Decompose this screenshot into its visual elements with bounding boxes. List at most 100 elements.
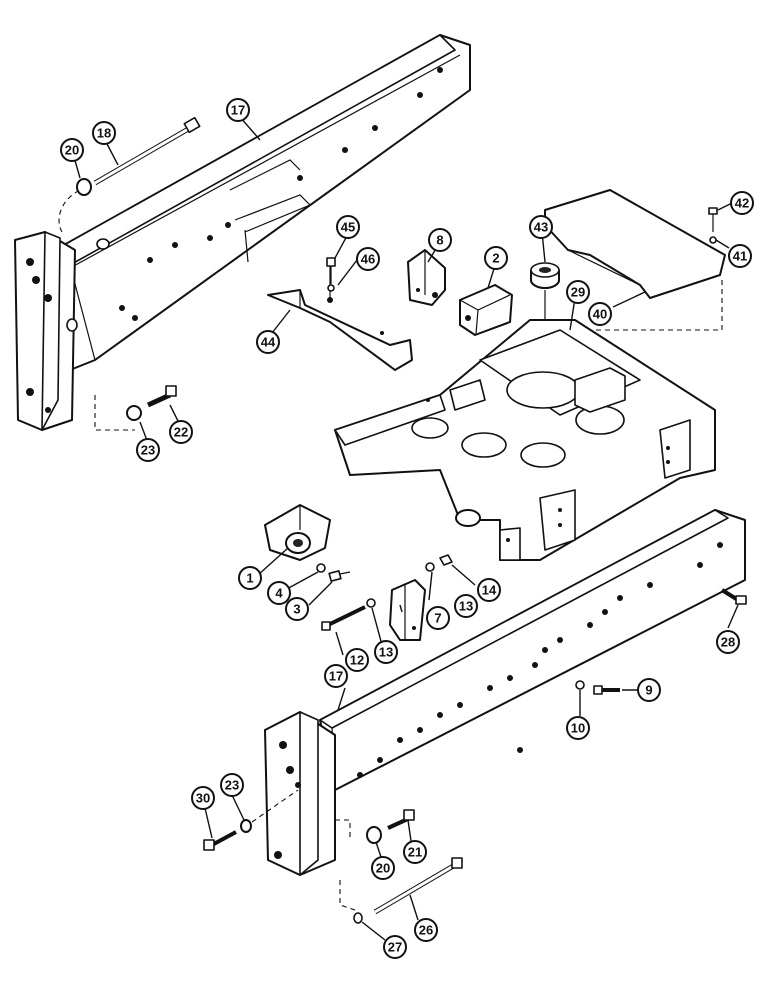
part-20-washer xyxy=(76,178,92,196)
svg-text:17: 17 xyxy=(231,103,245,118)
svg-text:29: 29 xyxy=(571,285,585,300)
callout-27: 27 xyxy=(383,935,407,959)
svg-text:2: 2 xyxy=(492,251,499,266)
part-9-bolt xyxy=(593,685,620,695)
svg-text:22: 22 xyxy=(174,425,188,440)
callout-30: 30 xyxy=(191,786,215,810)
callout-8: 8 xyxy=(428,228,452,252)
callout-23: 23 xyxy=(136,438,160,462)
part-27-washer xyxy=(353,912,363,924)
callout-41: 41 xyxy=(728,244,752,268)
part-28-bolt xyxy=(720,588,747,605)
part-45-bolt xyxy=(326,257,336,284)
callout-22: 22 xyxy=(169,420,193,444)
svg-text:45: 45 xyxy=(341,220,355,235)
svg-text:44: 44 xyxy=(261,335,276,350)
part-18-front-bracket xyxy=(14,231,78,431)
callout-23-lower: 23 xyxy=(220,773,244,797)
callout-7: 7 xyxy=(426,606,450,630)
callout-1: 1 xyxy=(238,566,262,590)
part-14-nut xyxy=(439,554,453,566)
part-46-washer xyxy=(327,284,335,292)
part-19-bolt xyxy=(93,116,201,186)
callout-18: 17 xyxy=(226,98,250,122)
svg-text:46: 46 xyxy=(361,252,375,267)
callout-28: 28 xyxy=(716,630,740,654)
callout-44: 44 xyxy=(256,330,280,354)
part-12-bolt xyxy=(321,605,366,631)
svg-text:17: 17 xyxy=(329,669,343,684)
callout-2: 2 xyxy=(484,246,508,270)
callout-40: 40 xyxy=(588,302,612,326)
svg-text:12: 12 xyxy=(350,653,364,668)
svg-text:20: 20 xyxy=(376,861,390,876)
svg-text:8: 8 xyxy=(436,233,443,248)
callout-46: 46 xyxy=(356,247,380,271)
part-44-plate xyxy=(267,262,413,371)
svg-text:41: 41 xyxy=(733,249,747,264)
part-8-bracket xyxy=(407,249,446,306)
part-30-bolt xyxy=(203,830,237,851)
part-2-block xyxy=(459,284,513,336)
part-41-washer xyxy=(709,236,717,244)
svg-text:42: 42 xyxy=(735,196,749,211)
svg-text:23: 23 xyxy=(225,778,239,793)
callout-26: 26 xyxy=(414,918,438,942)
part-21-bolt xyxy=(387,809,415,830)
callout-17: 17 xyxy=(324,664,348,688)
svg-text:9: 9 xyxy=(645,683,652,698)
svg-text:13: 13 xyxy=(459,599,473,614)
callout-20: 20 xyxy=(60,138,84,162)
part-23-washer-lower xyxy=(240,819,252,833)
callout-42: 42 xyxy=(730,191,754,215)
part-3-bolt xyxy=(328,570,351,582)
part-17-front-bracket xyxy=(264,711,336,876)
svg-text:27: 27 xyxy=(388,940,402,955)
part-20-washer-lower xyxy=(366,826,382,844)
callout-19: 18 xyxy=(92,121,116,145)
callout-20-lower: 20 xyxy=(371,856,395,880)
svg-text:10: 10 xyxy=(571,721,585,736)
callout-29: 29 xyxy=(566,280,590,304)
svg-text:14: 14 xyxy=(482,583,497,598)
svg-text:43: 43 xyxy=(534,220,548,235)
part-22-bolt xyxy=(146,385,177,408)
part-23-washer-upper xyxy=(126,405,142,421)
callout-21: 21 xyxy=(403,840,427,864)
part-43-plug xyxy=(530,262,560,289)
svg-text:21: 21 xyxy=(408,845,422,860)
part-18-side-rail xyxy=(54,34,471,371)
part-42-bolt xyxy=(708,207,718,232)
svg-text:3: 3 xyxy=(293,602,300,617)
svg-text:28: 28 xyxy=(721,635,735,650)
svg-text:7: 7 xyxy=(434,611,441,626)
part-7-bracket xyxy=(389,579,426,641)
svg-text:13: 13 xyxy=(379,645,393,660)
part-4-washer xyxy=(316,563,326,573)
svg-text:23: 23 xyxy=(141,443,155,458)
part-40-cover-plate xyxy=(544,189,726,299)
callout-4: 4 xyxy=(267,581,291,605)
callout-balloons: 17 18 20 23 22 45 46 44 8 2 43 29 40 42 … xyxy=(60,98,754,959)
callout-45: 45 xyxy=(336,215,360,239)
svg-text:20: 20 xyxy=(65,143,79,158)
svg-text:18: 18 xyxy=(97,126,111,141)
callout-12: 12 xyxy=(345,648,369,672)
callout-43: 43 xyxy=(529,215,553,239)
callout-14: 14 xyxy=(477,578,501,602)
part-26-bolt xyxy=(373,857,463,915)
part-13-washer-upper xyxy=(425,562,435,572)
svg-text:1: 1 xyxy=(246,571,253,586)
svg-text:30: 30 xyxy=(196,791,210,806)
callout-9: 9 xyxy=(637,678,661,702)
callout-13-lower: 13 xyxy=(374,640,398,664)
part-10-washer xyxy=(575,680,585,690)
part-1-mount xyxy=(264,504,331,561)
callout-13-upper: 13 xyxy=(454,594,478,618)
callout-3: 3 xyxy=(285,597,309,621)
svg-text:4: 4 xyxy=(275,586,283,601)
svg-text:26: 26 xyxy=(419,923,433,938)
part-29-frame-casting xyxy=(334,319,716,561)
